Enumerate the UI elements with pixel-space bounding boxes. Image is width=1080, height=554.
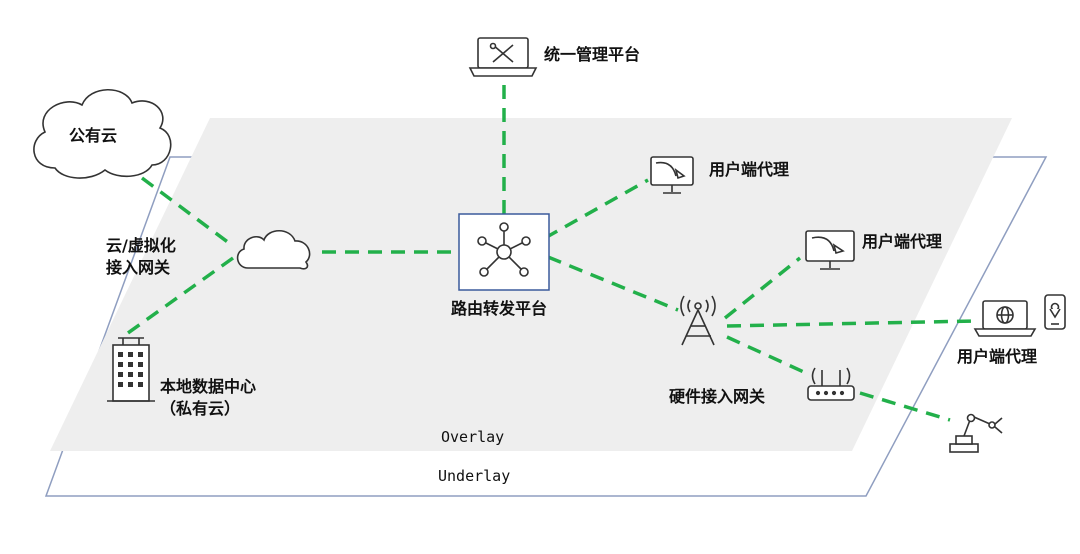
link-router-tower — [547, 255, 679, 312]
laptop-tools-icon — [468, 37, 538, 77]
monitor-cursor-icon — [650, 156, 694, 194]
building-icon — [107, 337, 155, 402]
underlay-label: Underlay — [438, 467, 511, 485]
link-publiccloud-gateway — [140, 176, 235, 248]
public-cloud-shape — [33, 89, 172, 179]
user-agent-label-2: 用户端代理 — [862, 232, 943, 251]
robot-arm-icon — [949, 413, 1003, 453]
link-hwrouter-robot — [859, 391, 951, 422]
cloud-gateway-label: 云/虚拟化 接入网关 — [106, 236, 176, 277]
link-tower-hwrouter — [726, 335, 807, 375]
hub-network-icon — [477, 222, 531, 277]
user-agent-label-3: 用户端代理 — [957, 347, 1038, 366]
link-tower-agent2 — [723, 256, 802, 320]
wifi-router-icon — [807, 367, 855, 401]
user-agent-label-1: 用户端代理 — [709, 160, 790, 179]
monitor-cursor-icon — [805, 230, 855, 270]
cell-tower-icon — [680, 295, 716, 346]
public-cloud-label: 公有云 — [69, 126, 118, 145]
overlay-label: Overlay — [441, 428, 505, 446]
management-platform-label: 统一管理平台 — [544, 45, 641, 64]
link-tower-agent3 — [726, 319, 976, 328]
links — [126, 85, 976, 422]
building-windows — [118, 352, 143, 387]
link-router-agent1 — [544, 178, 649, 240]
phone-location-icon — [1044, 294, 1066, 330]
cloud-outline-icon — [236, 229, 311, 270]
hardware-gateway-label: 硬件接入网关 — [669, 387, 766, 406]
datacenter-label: 本地数据中心 （私有云） — [160, 377, 257, 418]
laptop-globe-icon — [973, 300, 1037, 337]
router-platform-label: 路由转发平台 — [451, 299, 548, 318]
